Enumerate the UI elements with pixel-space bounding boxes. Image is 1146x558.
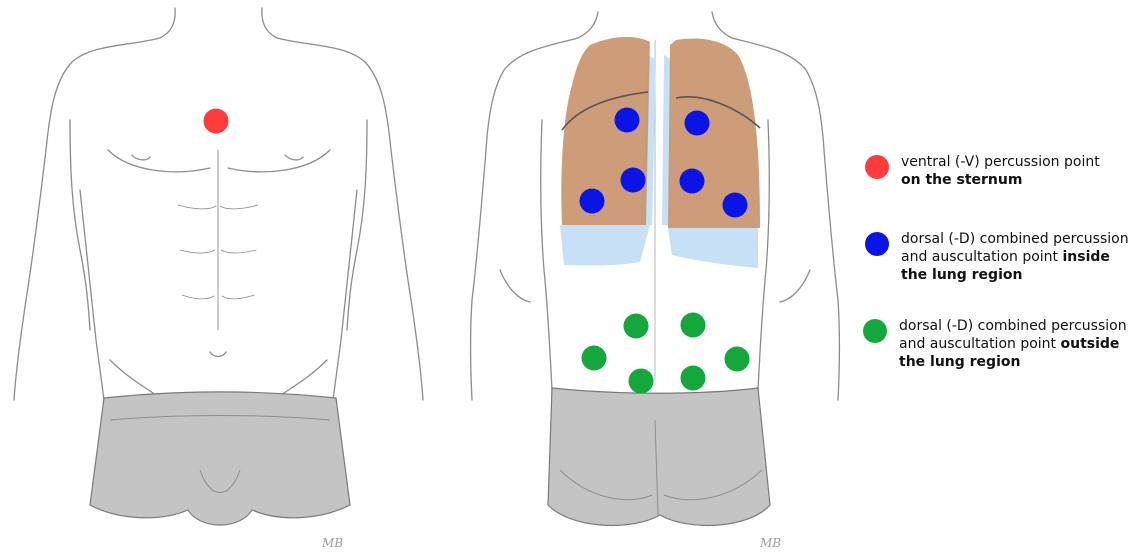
right-lung-lower-region bbox=[668, 228, 758, 268]
dorsal-shorts bbox=[548, 388, 770, 525]
ventral-signature: MB bbox=[321, 536, 343, 550]
legend-item-dorsal-lung: dorsal (-D) combined percussion and ausc… bbox=[865, 230, 1140, 284]
dorsal-signature: MB bbox=[759, 536, 781, 550]
red-dot-icon bbox=[865, 155, 889, 179]
blue-dot-icon bbox=[865, 232, 889, 256]
left-lung-lower-region bbox=[560, 225, 650, 266]
blue-point bbox=[615, 108, 640, 133]
green-dot-icon bbox=[863, 319, 887, 343]
green-point bbox=[681, 366, 706, 391]
ventral-shorts bbox=[90, 392, 350, 525]
ventral-body-drawing bbox=[14, 8, 423, 400]
left-lung bbox=[561, 37, 650, 225]
blue-point bbox=[723, 193, 748, 218]
legend-item-ventral: ventral (-V) percussion point on the ste… bbox=[865, 153, 1135, 189]
green-point bbox=[624, 314, 649, 339]
legend-item-dorsal-outside: dorsal (-D) combined percussion and ausc… bbox=[863, 317, 1143, 371]
green-point bbox=[582, 346, 607, 371]
lung-region bbox=[560, 37, 760, 268]
blue-point bbox=[621, 168, 646, 193]
legend-text-ventral: ventral (-V) percussion point bbox=[901, 154, 1100, 170]
green-point bbox=[681, 313, 706, 338]
blue-point bbox=[580, 189, 605, 214]
blue-point bbox=[685, 111, 710, 136]
legend-bold-ventral: on the sternum bbox=[901, 172, 1022, 188]
blue-point bbox=[680, 169, 705, 194]
green-point bbox=[629, 369, 654, 394]
red-point bbox=[204, 109, 229, 134]
green-point bbox=[725, 347, 750, 372]
